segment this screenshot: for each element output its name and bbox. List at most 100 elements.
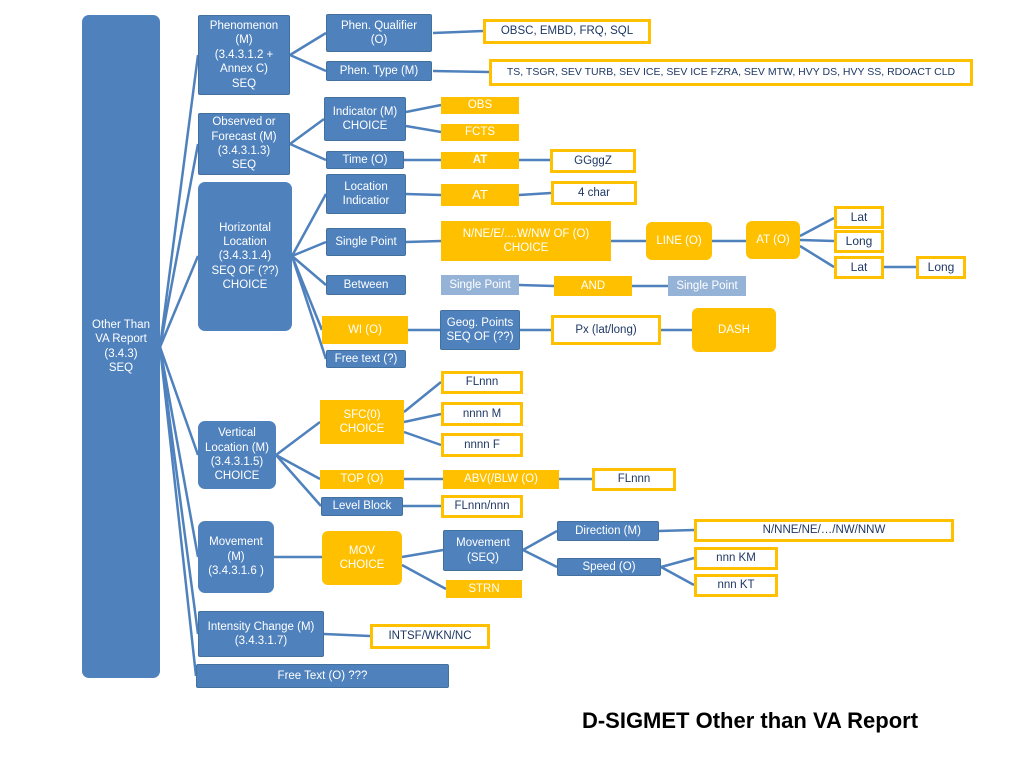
node-text-line: Indicator (M) <box>332 105 398 118</box>
node-text-line: (M) <box>227 550 245 563</box>
connector-line <box>158 143 200 348</box>
connector-line <box>291 255 327 286</box>
node-text-line: Geog. Points <box>446 316 514 329</box>
node-root: Other Than VA Report(3.4.3)SEQ <box>82 15 160 678</box>
connector-line <box>275 421 321 456</box>
connector-line <box>289 53 327 73</box>
node-text-line: Location <box>223 235 267 248</box>
node-between: Between <box>326 275 406 295</box>
node-obs: OBS <box>441 97 519 114</box>
node-text-line: (O) <box>370 34 388 46</box>
node-text-line: AT <box>472 154 488 167</box>
node-text-line: SFC(0) <box>343 408 381 421</box>
node-text-line: Between <box>343 278 389 291</box>
connector-line <box>403 430 442 447</box>
node-text-line: Level Block <box>332 500 392 513</box>
node-text-line: FCTS <box>464 126 496 139</box>
node-direction-values: N/NNE/NE/…/NW/NNW <box>694 519 954 542</box>
node-intensity-change: Intensity Change (M) (3.4.3.1.7) <box>198 611 324 657</box>
node-phen-type: Phen. Type (M) <box>326 61 432 81</box>
connector-line <box>405 103 442 114</box>
node-movement: Movement(M)(3.4.3.1.6 ) <box>198 521 274 593</box>
diagram-title: D-SIGMET Other than VA Report <box>581 708 919 733</box>
node-phen-qualifier: Phen. Qualifier(O) <box>326 14 432 52</box>
connector-line <box>401 548 444 559</box>
node-text-line: (3.4.3.1.7) <box>234 635 288 647</box>
node-text-line: VA Report <box>95 333 147 346</box>
connector-line <box>432 29 484 35</box>
node-strn: STRN <box>446 580 522 598</box>
node-text-line: nnnn M <box>462 407 502 420</box>
node-text-line: Vertical <box>218 427 256 440</box>
node-text-line: Free text (?) <box>334 352 398 365</box>
node-text-line: Lat <box>850 210 868 224</box>
node-long-1: Long <box>834 230 884 253</box>
node-text-line: (3.4.3) <box>104 347 138 360</box>
node-text-line: Phen. Type (M) <box>339 64 419 77</box>
node-level-block: Level Block <box>321 497 403 516</box>
node-single-point-direction: N/NE/E/....W/NW OF (O)CHOICE <box>441 221 611 261</box>
node-text-line: AT (O) <box>756 233 790 246</box>
node-single-point: Single Point <box>326 228 406 256</box>
node-phenomenon: Phenomenon(M)(3.4.3.1.2 +Annex C)SEQ <box>198 15 290 95</box>
node-text-line: CHOICE <box>222 279 268 292</box>
node-at-optional: AT (O) <box>746 221 800 259</box>
node-location-at: AT <box>441 184 519 206</box>
node-text-line: Lat <box>850 260 868 274</box>
node-intensity-values: INTSF/WKN/NC <box>370 624 490 649</box>
node-text-line: ABV(/BLW (O) <box>464 473 538 486</box>
node-text-line: OBSC, EMBD, FRQ, SQL <box>500 25 634 38</box>
connector-line <box>405 124 442 134</box>
node-indicator: Indicator (M)CHOICE <box>324 97 406 141</box>
connector-line <box>289 117 325 146</box>
node-text-line: 4 char <box>578 186 610 199</box>
node-text-line: nnnn F <box>464 438 500 451</box>
node-text-line: Long <box>845 234 873 248</box>
connector-line <box>291 240 327 258</box>
connector-line <box>158 346 198 677</box>
node-sfc: SFC(0) CHOICE <box>320 400 404 444</box>
node-text-line: WI (O) <box>348 323 382 336</box>
node-speed: Speed (O) <box>557 558 661 576</box>
connector-line <box>432 69 490 74</box>
connector-line <box>799 244 835 269</box>
node-lat-1: Lat <box>834 206 884 229</box>
node-text-line: Phenomenon <box>209 20 279 33</box>
node-text-line: AT <box>472 186 488 202</box>
node-text-line: Location <box>344 180 388 193</box>
node-text-line: Free Text (O) ??? <box>277 669 368 682</box>
connector-line <box>401 563 447 591</box>
node-line: LINE (O) <box>646 222 712 260</box>
node-and: AND <box>554 276 632 296</box>
node-text-line: LINE (O) <box>656 234 702 247</box>
node-text-line: FLnnn/nnn <box>454 500 510 513</box>
node-text-line: MOV <box>348 544 376 557</box>
node-text-line: Single Point <box>676 279 738 292</box>
node-text-line: Intensity Change (M) <box>207 620 315 633</box>
node-text-line: Other Than <box>92 318 150 331</box>
connector-line <box>405 239 442 244</box>
node-text-line: INTSF/WKN/NC <box>388 630 472 643</box>
connector-line <box>799 238 835 243</box>
connector-line <box>289 142 327 162</box>
node-text-line: AND <box>580 279 606 292</box>
node-dash: DASH <box>692 308 776 352</box>
node-text-line: SEQ <box>108 361 134 374</box>
node-text-line: DASH <box>718 323 750 336</box>
node-nnn-km: nnn KM <box>694 547 778 570</box>
node-text-line: SEQ OF (??) <box>446 331 514 343</box>
node-location-format: 4 char <box>551 181 637 205</box>
node-text-line: CHOICE <box>339 559 385 571</box>
node-text-line: CHOICE <box>339 423 385 435</box>
connector-line <box>158 346 200 456</box>
connector-line <box>405 192 442 197</box>
node-wi: WI (O) <box>322 316 408 344</box>
connector-line <box>158 346 200 558</box>
node-text-line: Long <box>927 260 955 274</box>
node-direction: Direction (M) <box>557 521 659 541</box>
node-text-line: (3.4.3.1.4) <box>218 250 272 263</box>
